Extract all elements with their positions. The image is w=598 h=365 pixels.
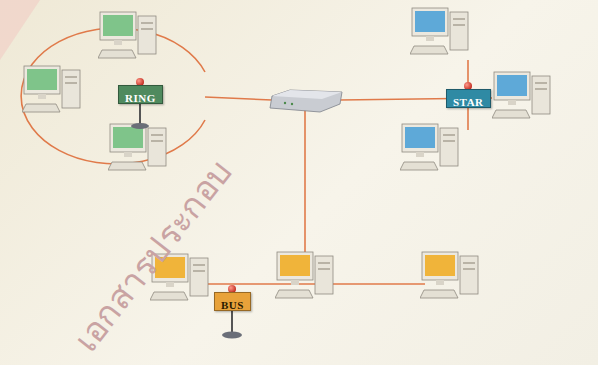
sign-label: BUS [221,299,244,312]
sign-label: RING [125,92,156,105]
watermark: เอกสารประกอบ [60,147,245,363]
topology-sign: RING [118,85,163,104]
sign-label: STAR [453,96,484,109]
topology-sign: BUS [214,292,251,311]
topology-sign: STAR [446,89,491,108]
